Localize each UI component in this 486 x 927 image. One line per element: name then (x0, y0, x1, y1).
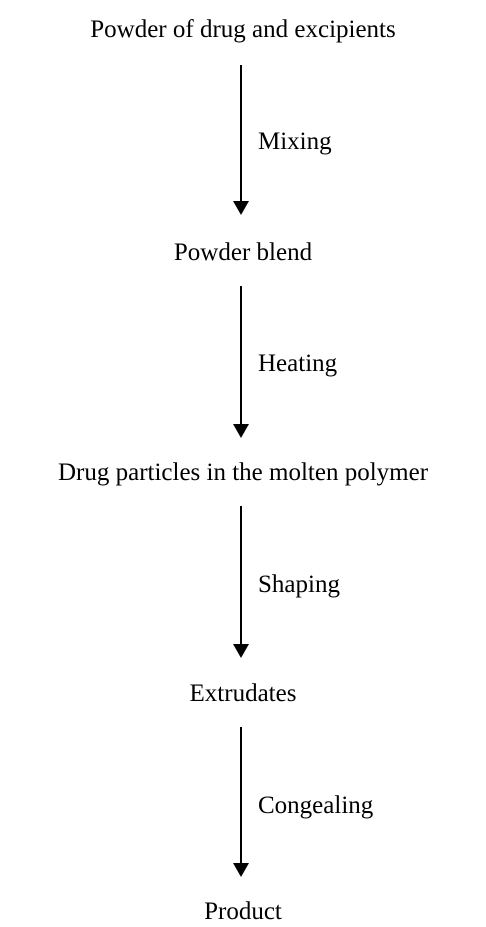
node-product: Product (204, 898, 282, 925)
node-extrudates: Extrudates (189, 680, 297, 707)
node-powder-blend: Powder blend (173, 239, 313, 266)
step-label-mixing: Mixing (258, 128, 332, 155)
node-drug-particles-in-molten-polymer: Drug particles in the molten polymer (57, 459, 429, 486)
arrow-congealing (232, 727, 250, 877)
step-label-heating: Heating (258, 350, 338, 377)
node-powder-of-drug-and-excipients: Powder of drug and excipients (90, 16, 396, 43)
arrow-mixing (232, 65, 250, 215)
step-label-congealing: Congealing (258, 792, 374, 819)
step-label-shaping: Shaping (258, 571, 340, 598)
arrow-shaping (232, 506, 250, 658)
arrow-heating (232, 286, 250, 438)
